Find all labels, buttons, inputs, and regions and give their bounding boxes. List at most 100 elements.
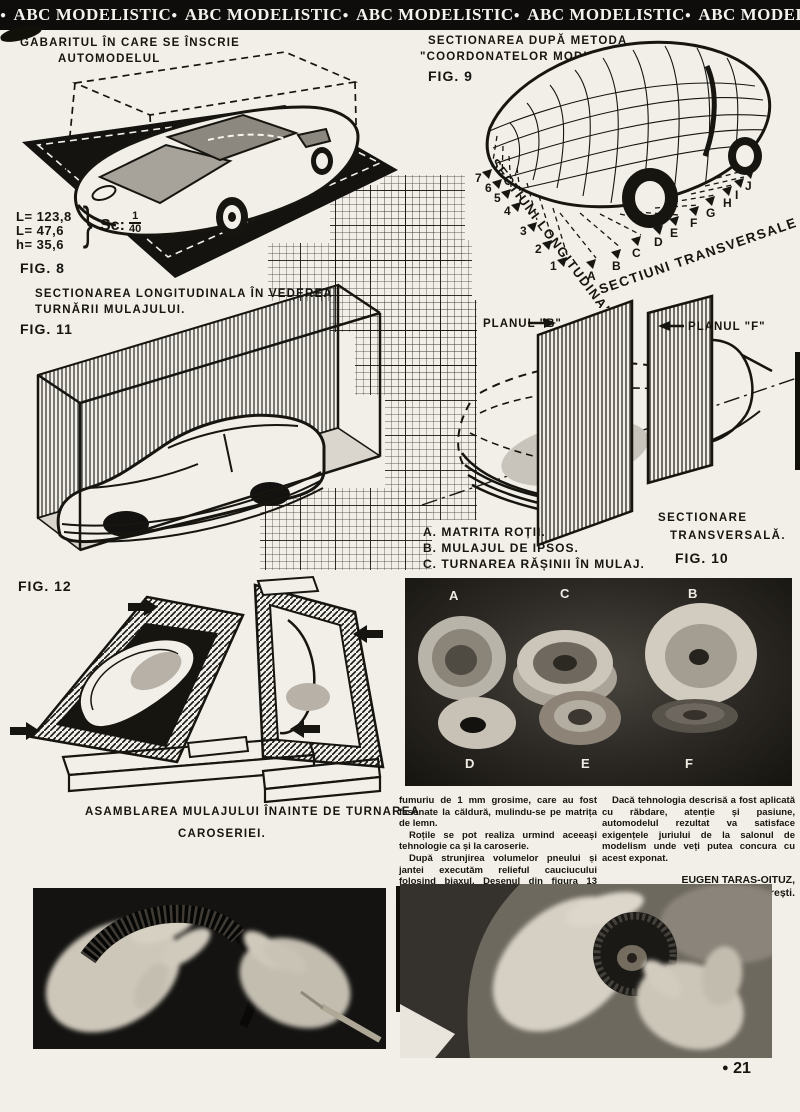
plan-b-label: PLANUL "B"	[483, 318, 562, 330]
masthead-title: ABC MODELISTIC	[527, 5, 685, 24]
fig11-title-line1: SECTIONAREA LONGITUDINALA ÎN VEDEREA	[35, 288, 333, 300]
masthead-title: ABC MODELISTIC	[13, 5, 172, 24]
plan-f-arrow	[658, 321, 684, 331]
left-mold-half	[29, 595, 245, 764]
scale-numerator: 1	[129, 211, 142, 224]
fig12-drawing	[10, 575, 385, 803]
car-windshield-roof	[165, 113, 300, 162]
section-letter: I	[735, 188, 738, 202]
wheel-label-f: F	[685, 756, 693, 771]
headlight	[91, 185, 117, 201]
masthead-banner: ●ABC MODELISTIC ●ABC MODELISTIC ●ABC MOD…	[0, 0, 800, 30]
right-mold-half	[253, 575, 385, 769]
fig8-dimensions: L= 123,8 L= 47,6 h= 35,6	[16, 210, 72, 252]
section-letter: A	[587, 269, 596, 283]
fig8-title-line2: AUTOMODELUL	[58, 53, 161, 65]
tool-tip	[300, 990, 324, 1010]
cavity-shade	[130, 651, 182, 691]
fig12-caption-line2: CAROSERIEI.	[178, 828, 266, 840]
wheels-photograph: A C B D E F	[405, 578, 792, 786]
dimension-width: L= 47,6	[16, 223, 64, 238]
bullet-icon: ●	[513, 9, 521, 21]
author-name: EUGEN TARAS-OITUZ,	[681, 873, 795, 886]
front-wheel	[216, 197, 248, 237]
section-leader-lines	[491, 135, 755, 259]
fig10-caption-line1: SECTIONARE	[658, 512, 747, 524]
fig11-title-line2: TURNĂRII MULAJULUI.	[35, 304, 186, 316]
process-legend: A. MATRITA ROȚII. B. MULAJUL DE IPSOS. C…	[423, 524, 645, 572]
transversal-letters: A B C D E F G H I J	[587, 179, 752, 283]
wheel-label-e: E	[581, 756, 590, 771]
holding-hand	[636, 946, 744, 1050]
car-rear-window	[296, 127, 332, 149]
arrow-left-icon	[290, 720, 320, 738]
photo-tire-detailing-left	[33, 888, 386, 1049]
side-moulding-lines	[61, 423, 324, 543]
bumper-line	[76, 204, 117, 227]
masthead-title: ABC MODELISTIC	[698, 5, 800, 24]
section-plane-f	[646, 294, 714, 485]
arrow-left-icon	[353, 625, 383, 643]
masthead-item: ●ABC MODELISTIC	[342, 5, 513, 25]
assembly-arrows	[10, 598, 383, 740]
car-hood	[97, 143, 233, 205]
fig8-title-line1: GABARITUL ÎN CARE SE ÎNSCRIE	[20, 37, 240, 49]
fig12-label: FIG. 12	[18, 578, 72, 594]
wheel-f	[652, 699, 738, 733]
fig11-drawing	[36, 283, 382, 552]
front-wheel	[622, 168, 678, 228]
section-plane-b	[536, 299, 634, 547]
bullet-icon: ●	[171, 9, 178, 21]
plan-f-label: PLANUL "F"	[688, 321, 766, 333]
fig9-title-line1: SECTIONAREA DUPĂ METODA	[428, 35, 628, 47]
bullet-icon: ●	[684, 9, 692, 21]
wheel-d	[438, 697, 516, 749]
section-number: 4	[504, 204, 511, 218]
fig12-caption-line1: ASAMBLAREA MULAJULUI ÎNAINTE DE TURNAREA	[85, 806, 421, 818]
left-mold-base	[61, 735, 316, 793]
masthead-item: ● ABC MODELISTIC	[514, 5, 685, 25]
bullet-icon: ●	[722, 1062, 729, 1074]
bullet-icon: ●	[0, 9, 7, 21]
transversal-sections-label: SECTIUNI TRANSVERSALE	[597, 215, 799, 297]
fig10-label: FIG. 10	[675, 550, 729, 566]
grid-region	[260, 175, 477, 570]
section-number: 3	[520, 224, 527, 238]
mold-tab	[256, 575, 320, 597]
section-number: 6	[485, 181, 492, 195]
legend-item-b: B. MULAJUL DE IPSOS.	[423, 541, 579, 555]
section-number: 7	[475, 171, 482, 185]
scale-denominator: 40	[129, 223, 142, 235]
wheel-b	[645, 603, 757, 705]
page-number: ● 21	[722, 1060, 751, 1078]
legend-item-c: C. TURNAREA RĂȘINII ÎN MULAJ.	[423, 557, 645, 571]
fig9-drawing: A B C D E F G H I J 7 6 5 4 3 2 1 SECTIU…	[475, 40, 799, 308]
fig8-drawing	[22, 51, 398, 278]
left-hand	[45, 908, 211, 1033]
millimeter-grid-pattern	[260, 175, 477, 570]
dimension-height: h= 35,6	[16, 237, 64, 252]
paragraph: Dacă tehnologia descrisă a fost aplicată…	[602, 795, 795, 864]
detailing-tool	[319, 1003, 382, 1043]
wheel-e	[539, 691, 621, 745]
fig11-label: FIG. 11	[20, 321, 73, 337]
relief-shade	[286, 683, 330, 711]
dimension-length: L= 123,8	[16, 209, 72, 224]
wheel-label-d: D	[465, 756, 475, 771]
rear-wheel	[311, 147, 333, 175]
masthead-title: ABC MODELISTIC	[184, 5, 343, 24]
fig10-caption-line2: TRANSVERSALĂ.	[670, 529, 786, 542]
bullet-icon: ●	[342, 9, 349, 21]
longitudinal-numbers: 7 6 5 4 3 2 1	[475, 171, 557, 273]
wheels-photo-content	[418, 603, 757, 749]
wheel-c	[513, 630, 617, 708]
wheel-label-b: B	[688, 586, 698, 601]
scan-artifact	[396, 886, 400, 1012]
jacket	[400, 884, 520, 1058]
car-model	[73, 105, 360, 237]
brace-glyph: }	[82, 197, 93, 249]
wheel-label-a: A	[449, 588, 459, 603]
fig9-label: FIG. 9	[428, 68, 473, 84]
section-letter: E	[670, 226, 678, 240]
background-light	[660, 884, 772, 964]
